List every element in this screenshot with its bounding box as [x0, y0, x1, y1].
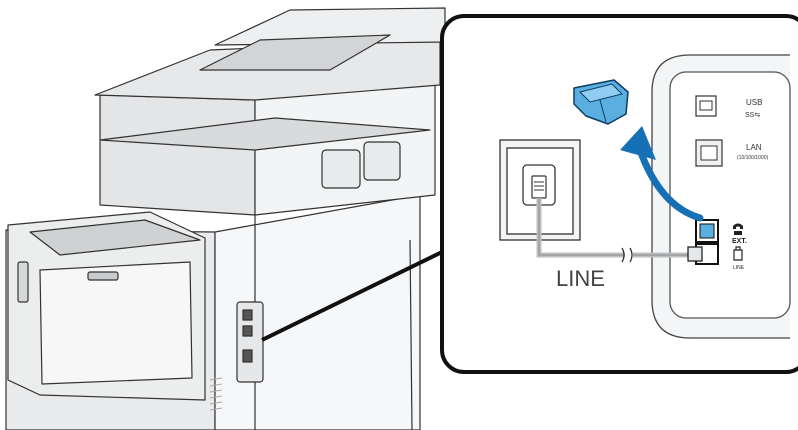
side-latch — [18, 262, 28, 302]
line-port-label: LINE — [733, 265, 745, 271]
ext-label: EXT. — [732, 238, 747, 245]
lan-label: LAN — [746, 143, 762, 152]
usb-port-inner — [700, 101, 712, 110]
panel-handle — [88, 272, 118, 280]
rear-panel-inner — [670, 72, 790, 318]
control-button-left — [322, 150, 360, 188]
control-button-right — [364, 142, 400, 180]
printer-port-3 — [243, 350, 252, 362]
ext-port-cap-inner — [700, 224, 714, 238]
usb-label: USB — [746, 98, 762, 107]
printer-illustration — [6, 8, 445, 430]
printer-upper-front — [100, 95, 255, 215]
lan-port-inner — [701, 146, 717, 160]
lan-speed-label: (10/100/1000) — [737, 155, 768, 161]
line-plug — [688, 247, 702, 261]
printer-port-1 — [243, 310, 252, 320]
printer-port-2 — [243, 326, 252, 336]
callout-magnified-view: USB SS⇆ LAN (10/100/1000) EXT. LINE LINE — [442, 16, 798, 372]
wall-plug-body — [532, 176, 546, 198]
line-label: LINE — [556, 266, 605, 291]
usb-symbol: SS⇆ — [745, 112, 760, 119]
